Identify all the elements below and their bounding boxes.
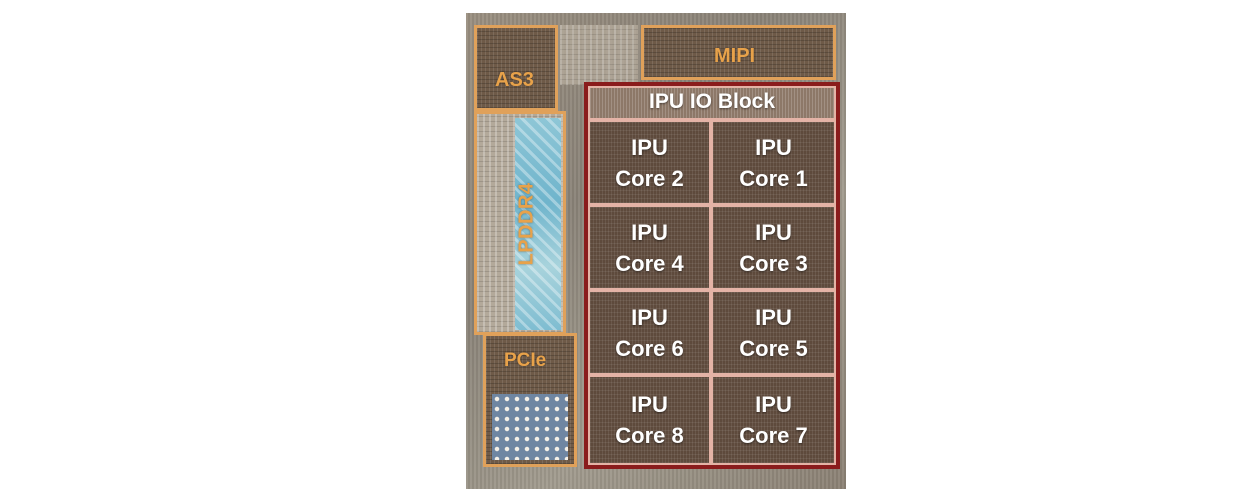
ipu-core-8-line1: IPU [631,392,668,417]
ipu-core-1-line1: IPU [755,134,792,160]
ipu-core-3-line1: IPU [755,219,792,245]
ipu-core-1: IPU Core 1 [713,122,834,203]
as3-label: AS3 [495,69,534,91]
ipu-core-8-line2: Core 8 [615,423,684,448]
ipu-core-2: IPU Core 2 [590,122,709,203]
ipu-io-block-label: IPU IO Block [648,90,776,113]
pcie-phy-array [492,394,568,460]
ipu-core-3-line2: Core 3 [739,250,808,276]
pcie-label: PCIe [504,350,547,371]
lpddr4-label-text: LPDDR4 [515,182,538,266]
ipu-core-2-line2: Core 2 [615,165,684,191]
ipu-core-7: IPU Core 7 [713,377,834,463]
ipu-core-6: IPU Core 6 [590,292,709,373]
ipu-core-5: IPU Core 5 [713,292,834,373]
lpddr4-phy-area [515,118,561,330]
ipu-core-4-line1: IPU [631,219,668,245]
ipu-core-3: IPU Core 3 [713,207,834,288]
lpddr4-block: LPDDR4 [474,111,566,335]
ipu-frame: IPU IO Block IPU Core 2 IPU Core 1 IPU C… [584,82,840,469]
ipu-core-7-line1: IPU [755,392,792,417]
mipi-label: MIPI [714,45,756,67]
ipu-core-4: IPU Core 4 [590,207,709,288]
ipu-core-8: IPU Core 8 [590,377,709,463]
ipu-core-5-line1: IPU [755,304,792,330]
ipu-io-block: IPU IO Block [590,88,834,118]
mipi-block: MIPI [641,25,836,80]
ipu-core-4-line2: Core 4 [615,250,684,276]
chip-die-photo: AS3 MIPI LPDDR4 PCIe IPU IO Block IPU Co… [466,13,846,489]
as3-block: AS3 [474,25,558,111]
ipu-core-6-line2: Core 6 [615,335,684,361]
ipu-core-1-line2: Core 1 [739,165,808,191]
ipu-core-6-line1: IPU [631,304,668,330]
ipu-core-2-line1: IPU [631,134,668,160]
routing-strip [560,25,638,85]
ipu-core-7-line2: Core 7 [739,423,808,448]
ipu-core-5-line2: Core 5 [739,335,808,361]
pcie-block: PCIe [483,333,577,467]
